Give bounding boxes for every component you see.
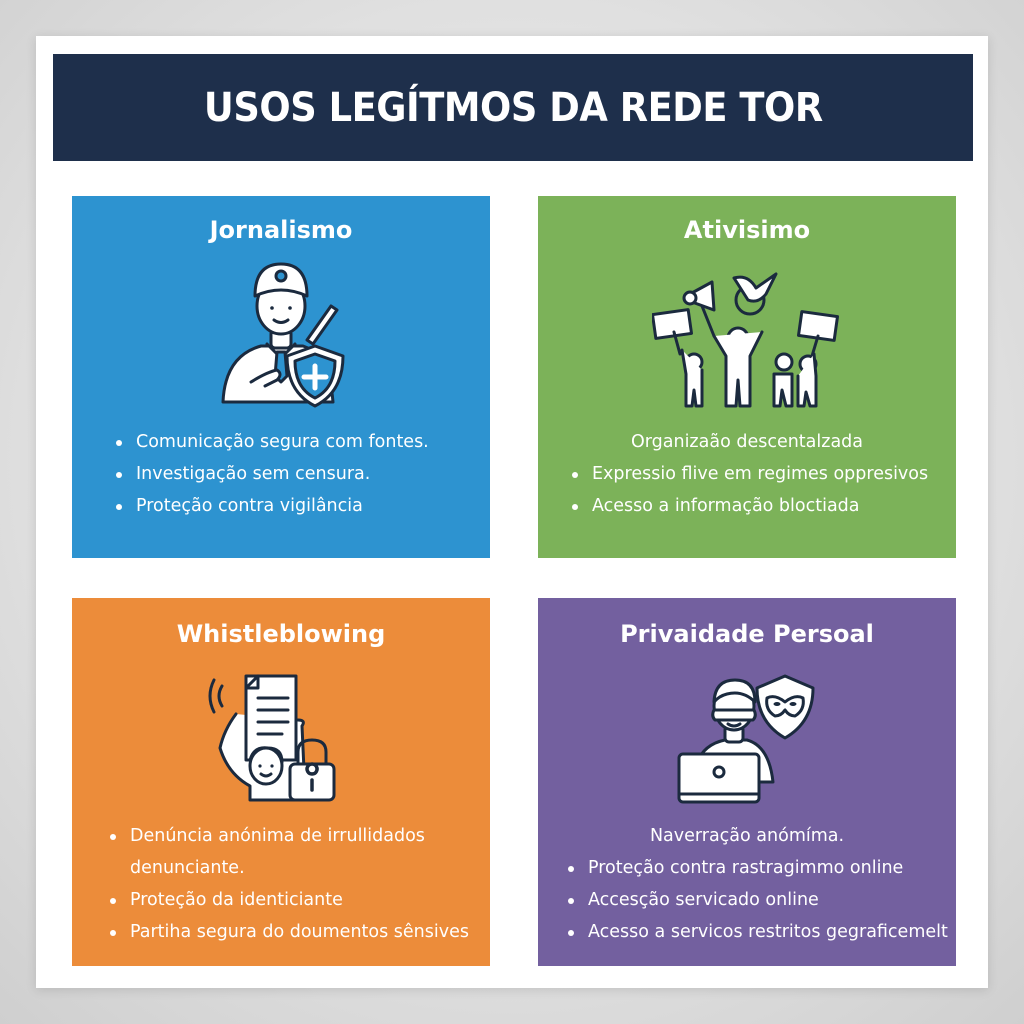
page-title: USOS LEGÍTMOS DA REDE TOR — [203, 84, 823, 131]
benefit-list: Naverração anómíma. Proteção contra rast… — [538, 820, 956, 948]
protest-crowd-icon — [652, 270, 842, 412]
list-item: Acesso a servicos restritos gegraficemel… — [564, 916, 956, 948]
document-lock-icon — [206, 670, 356, 804]
panel-title: Privaidade Persoal — [620, 620, 874, 648]
list-item: Expressio flive em regimes oppresivos — [568, 458, 956, 490]
list-item: Proteção contra vigilância — [112, 490, 429, 522]
panel-ativismo: Ativisimo — [538, 196, 956, 558]
list-item: Accesção servicado online — [564, 884, 956, 916]
list-item: Proteção da identiciante — [106, 884, 469, 916]
list-item-continuation: denunciante. — [130, 858, 245, 878]
benefit-list: Denúncia anónima de irrullidados denunci… — [106, 820, 469, 948]
benefit-list: Organizaão descentalzada Expressio flive… — [538, 426, 956, 522]
list-item: Investigação sem censura. — [112, 458, 429, 490]
panel-privacidade: Privaidade Persoal — [538, 598, 956, 966]
list-item: Proteção contra rastragimmo online — [564, 852, 956, 884]
panel-title: Whistleblowing — [176, 620, 386, 648]
panel-title: Jornalismo — [209, 216, 353, 244]
header-banner: USOS LEGÍTMOS DA REDE TOR — [53, 54, 973, 161]
list-item: Denúncia anónima de irrullidados — [106, 820, 469, 852]
benefit-list: Comunicação segura com fontes. Investiga… — [112, 426, 429, 522]
journalist-shield-icon — [211, 254, 351, 414]
list-intro: Organizaão descentalzada — [630, 432, 863, 452]
laptop-mask-shield-icon — [677, 672, 817, 806]
panel-jornalismo: Jornalismo — [72, 196, 490, 558]
list-intro: Naverração anómíma. — [649, 826, 845, 846]
panel-title: Ativisimo — [683, 216, 811, 244]
panel-whistleblowing: Whistleblowing — [72, 598, 490, 966]
list-item: Partiha segura do doumentos sênsives — [106, 916, 469, 948]
list-item: Comunicação segura com fontes. — [112, 426, 429, 458]
list-item: Acesso a informação bloctiada — [568, 490, 956, 522]
